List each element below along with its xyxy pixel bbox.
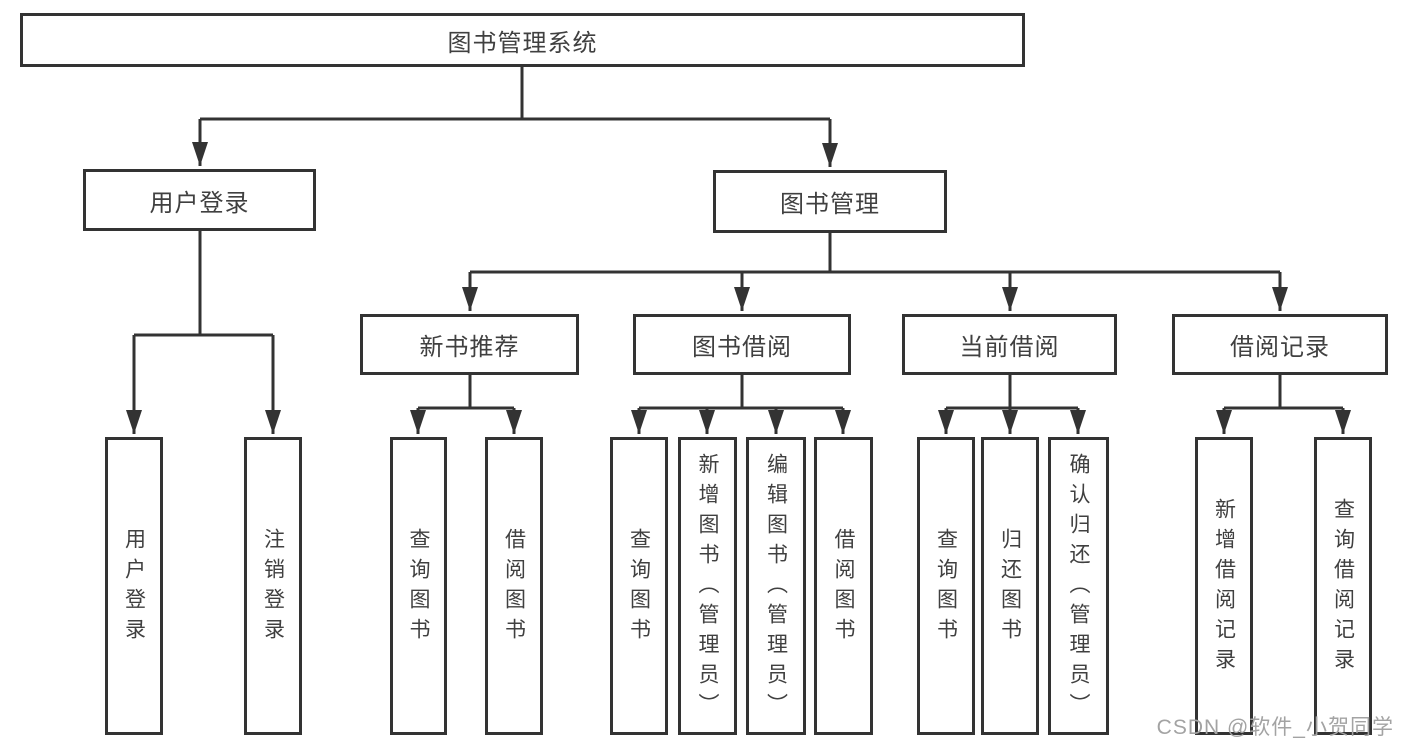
- node-user-login: 用户登录: [83, 169, 316, 231]
- node-current-borrow: 当前借阅: [902, 314, 1117, 375]
- leaf-logout: 注销登录: [244, 437, 302, 735]
- leaf-add-books-admin: 新增图书（管理员）: [678, 437, 737, 735]
- leaf-query-books-recommend: 查询图书: [390, 437, 447, 735]
- leaf-user-login: 用户登录: [105, 437, 163, 735]
- watermark: CSDN @软件_小贺同学: [1156, 716, 1394, 739]
- node-root: 图书管理系统: [20, 13, 1025, 67]
- leaf-query-books-current: 查询图书: [917, 437, 975, 735]
- leaf-add-borrow-record: 新增借阅记录: [1195, 437, 1253, 735]
- leaf-return-books: 归还图书: [981, 437, 1039, 735]
- leaf-borrow-books-recommend: 借阅图书: [485, 437, 543, 735]
- leaf-confirm-return-admin: 确认归还（管理员）: [1048, 437, 1109, 735]
- node-borrow-records: 借阅记录: [1172, 314, 1388, 375]
- connector-arrows: [126, 119, 1351, 434]
- node-book-borrow: 图书借阅: [633, 314, 851, 375]
- leaf-query-books-borrow: 查询图书: [610, 437, 668, 735]
- node-new-book-recommend: 新书推荐: [360, 314, 579, 375]
- leaf-edit-books-admin: 编辑图书（管理员）: [746, 437, 806, 735]
- leaf-borrow-books: 借阅图书: [814, 437, 873, 735]
- node-book-management: 图书管理: [713, 170, 947, 233]
- leaf-query-borrow-record: 查询借阅记录: [1314, 437, 1372, 735]
